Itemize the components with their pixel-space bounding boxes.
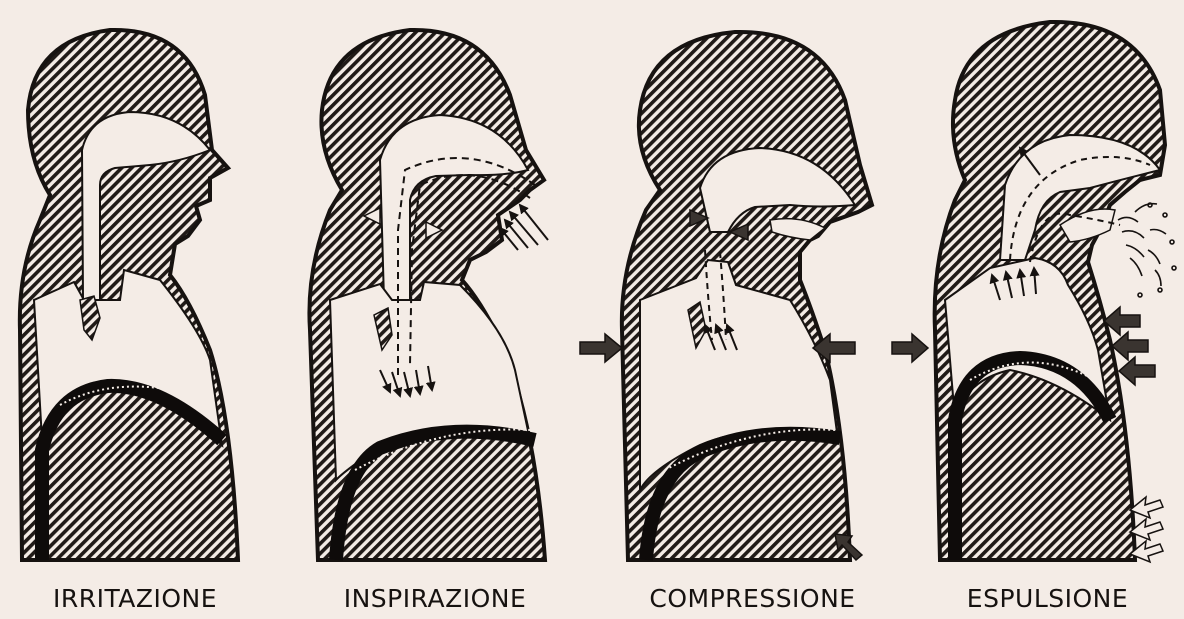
figure-irritazione [20,30,238,560]
stage-label-espulsione: ESPULSIONE [935,584,1160,614]
spray-droplets [1118,203,1176,297]
stage-label-irritazione: IRRITAZIONE [30,584,240,614]
chest-compression-arrow [580,334,622,362]
chest-compression-arrow [1119,357,1155,385]
stage-label-inspirazione: INSPIRAZIONE [315,584,555,614]
figure-compressione [580,32,872,560]
stage-label-compressione: COMPRESSIONE [615,584,890,614]
abdomen-compression-arrow [1130,497,1163,518]
figure-inspirazione [309,30,548,560]
chest-compression-arrow [1112,332,1148,360]
chest-compression-arrow [892,334,928,362]
figure-espulsione [892,22,1176,562]
